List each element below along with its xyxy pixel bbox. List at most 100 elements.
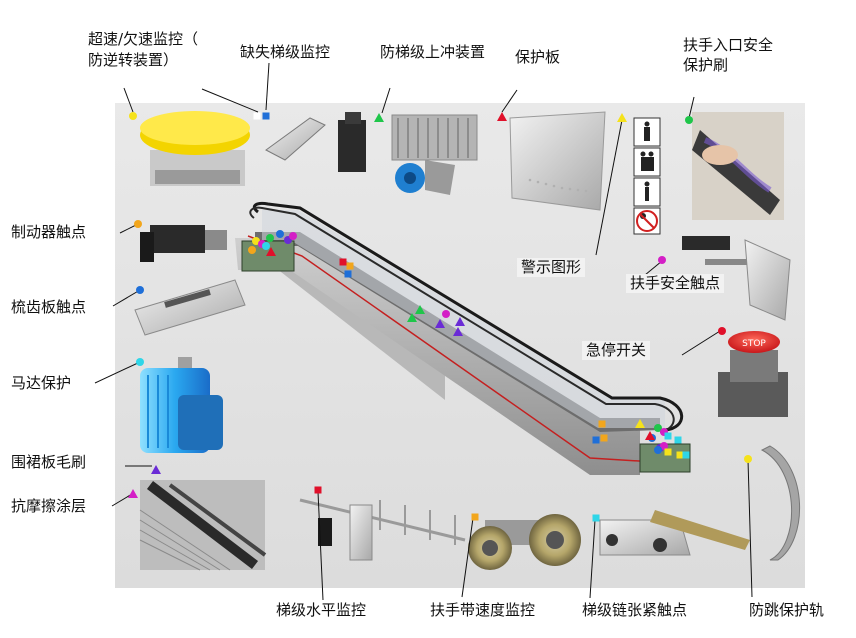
escalator-marker-9 [262,242,270,250]
escalator-truss [235,238,640,475]
marker-overspeed [129,112,137,120]
label-comb-plate: 梳齿板触点 [11,298,87,316]
escalator-marker-30 [676,451,684,459]
escalator-marker-1 [252,237,260,245]
marker-handrail-speed [471,513,479,521]
marker-chain-tension [592,514,600,522]
leader-motor [94,361,141,384]
leader-handrail-entry [688,96,695,119]
escalator-marker-7 [266,247,276,256]
label-chain-tension: 梯级链张紧触点 [582,601,688,619]
leader-handrail-contact [644,260,663,276]
leader-missing-step [265,62,270,111]
leader-comb [112,289,141,307]
overspeed-device-illustration [140,111,250,186]
escalator-marker-32 [664,448,672,456]
comb-plate-contact-illustration [134,279,246,336]
escalator-marker-11 [346,262,354,270]
escalator-marker-18 [455,317,465,326]
escalator-marker-14 [407,313,417,322]
marker-comb-plate [136,286,144,294]
leader-emergency-stop [681,330,721,356]
escalator-marker-12 [344,270,352,278]
label-antifriction: 抗摩擦涂层 [11,497,87,515]
marker-guard-plate [497,112,507,121]
label-step-level: 梯级水平监控 [276,601,367,619]
label-step-upthrust: 防梯级上冲装置 [380,43,486,61]
handrail-entry-brush-illustration [692,112,784,220]
leader-anti-jump [747,459,753,598]
motor-illustration [140,357,223,453]
marker-antifriction [128,489,138,498]
leader-antifriction [111,493,133,507]
label-markers [128,112,752,522]
marker-warning-signs [617,113,627,122]
escalator-balustrade [262,210,665,428]
status-markers [248,230,690,459]
handrail-front [252,202,684,432]
escalator-marker-6 [289,232,297,240]
escalator-truss-top [240,240,445,400]
label-handrail-entry-line2: 保护刷 [683,56,729,74]
missing-step-illustration [265,112,366,172]
escalator-marker-4 [276,230,284,238]
escalator-marker-33 [654,446,662,454]
marker-emergency-stop [718,327,726,335]
marker-missing-step-white [253,112,261,120]
label-brake-contact: 制动器触点 [11,223,87,241]
marker-brake-contact [134,220,142,228]
leader-chain-tension [589,519,596,599]
escalator-marker-20 [592,436,600,444]
escalator-marker-13 [415,305,425,314]
label-handrail-contact: 扶手安全触点 [626,274,725,293]
leader-step-upthrust [381,87,391,114]
marker-handrail-contact [658,256,666,264]
guard-plate-illustration [509,111,606,211]
escalator-marker-27 [664,432,672,440]
label-overspeed-line2: 防逆转装置） [88,51,179,69]
leader-warning [595,119,623,256]
label-guard-plate: 保护板 [515,48,561,66]
antifriction-coating-illustration [139,480,267,571]
escalator-marker-22 [635,419,645,428]
marker-step-level [314,486,322,494]
label-skirt-brush: 围裙板毛刷 [11,453,87,471]
escalator-marker-31 [682,451,690,459]
marker-missing-step [262,112,270,120]
escalator-marker-17 [453,327,463,336]
stop-button-text: STOP [742,339,766,349]
escalator-marker-26 [674,436,682,444]
label-handrail-speed: 扶手带速度监控 [430,601,536,619]
escalator-marker-8 [248,246,256,254]
escalator-marker-3 [266,234,274,242]
escalator-marker-29 [660,442,668,450]
step-level-illustration [299,498,466,561]
emergency-stop-illustration: STOP [718,331,788,417]
label-emergency-stop: 急停开关 [582,341,651,360]
warning-pictograms [633,117,661,235]
marker-skirt-brush [151,465,161,474]
label-motor-protection: 马达保护 [11,374,72,392]
marker-handrail-entry [685,116,693,124]
label-warning-signs: 警示图形 [517,258,586,277]
handrail-speed-illustration [468,514,581,570]
escalator-marker-23 [654,424,662,432]
label-anti-jump-rail: 防跳保护轨 [749,601,825,619]
escalator-marker-15 [442,310,450,318]
escalator-marker-10 [339,258,347,266]
leader-missing-step-a [201,88,259,113]
label-handrail-entry-line1: 扶手入口安全 [683,36,774,54]
escalator-marker-16 [435,319,445,328]
chain-tension-illustration [599,510,750,556]
escalator-marker-19 [598,420,606,428]
escalator-marker-34 [645,431,655,440]
marker-motor [136,358,144,366]
leader-lines [94,62,753,601]
brake-contact-illustration [140,225,227,262]
anti-jump-rail-illustration [760,445,801,561]
step-upthrust-illustration [391,114,478,195]
leader-step-level [317,491,324,601]
label-overspeed-line1: 超速/欠速监控（ [88,30,199,48]
handrail-back [249,206,675,433]
